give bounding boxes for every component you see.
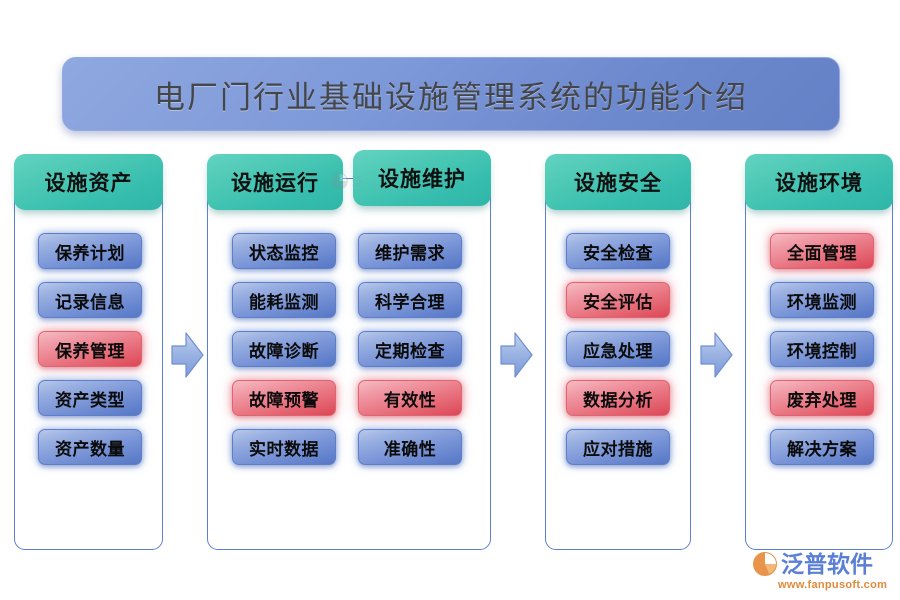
item-label: 维护需求: [375, 243, 445, 263]
item-box[interactable]: 能耗监测: [232, 282, 336, 318]
item-label: 资产数量: [55, 439, 125, 459]
item-box[interactable]: 解决方案: [770, 429, 874, 465]
item-box[interactable]: 应对措施: [566, 429, 670, 465]
item-label: 科学合理: [375, 292, 445, 312]
item-label: 保养管理: [55, 341, 125, 361]
item-box[interactable]: 维护需求: [358, 233, 462, 269]
item-box[interactable]: 科学合理: [358, 282, 462, 318]
arrow-right-icon: [168, 328, 206, 382]
brand-logo: 泛普软件 www.fanpusoft.com: [752, 551, 898, 595]
item-label: 定期检查: [375, 341, 445, 361]
item-label: 应急处理: [583, 341, 653, 361]
diagram-title-box: 电厂门行业基础设施管理系统的功能介绍: [62, 57, 840, 131]
item-label: 故障诊断: [249, 341, 319, 361]
item-label: 解决方案: [787, 439, 857, 459]
item-box[interactable]: 环境监测: [770, 282, 874, 318]
item-box[interactable]: 安全评估: [566, 282, 670, 318]
column-header-operation[interactable]: 设施运行: [207, 154, 343, 210]
item-box[interactable]: 资产类型: [38, 380, 142, 416]
item-box[interactable]: 实时数据: [232, 429, 336, 465]
arrow-right-icon: [497, 328, 535, 382]
item-box[interactable]: 应急处理: [566, 331, 670, 367]
arrow-right-icon: [697, 328, 735, 382]
column-header-operation-label: 设施运行: [231, 171, 319, 195]
item-stack-maintenance: 维护需求 科学合理 定期检查 有效性 准确性: [358, 233, 462, 465]
item-stack-operation: 状态监控 能耗监测 故障诊断 故障预警 实时数据: [232, 233, 336, 465]
item-label: 准确性: [383, 439, 437, 459]
item-label: 能耗监测: [249, 292, 319, 312]
brand-logo-row: 泛普软件: [752, 551, 898, 577]
column-header-safety-label: 设施安全: [574, 171, 662, 195]
item-box[interactable]: 数据分析: [566, 380, 670, 416]
item-label: 状态监控: [249, 243, 319, 263]
item-label: 有效性: [383, 390, 437, 410]
column-header-assets[interactable]: 设施资产: [14, 154, 163, 210]
column-header-environment[interactable]: 设施环境: [745, 154, 893, 210]
item-label: 废弃处理: [787, 390, 857, 410]
item-box[interactable]: 安全检查: [566, 233, 670, 269]
column-header-assets-label: 设施资产: [44, 171, 133, 195]
item-label: 全面管理: [787, 243, 857, 263]
item-stack-environment: 全面管理 环境监测 环境控制 废弃处理 解决方案: [770, 233, 874, 465]
item-label: 资产类型: [55, 390, 125, 410]
item-label: 环境监测: [787, 292, 857, 312]
item-label: 故障预警: [249, 390, 319, 410]
item-label: 安全评估: [583, 292, 653, 312]
item-box[interactable]: 有效性: [358, 380, 462, 416]
column-header-safety[interactable]: 设施安全: [545, 154, 691, 210]
item-label: 实时数据: [249, 439, 319, 459]
brand-url: www.fanpusoft.com: [778, 579, 888, 591]
item-box[interactable]: 废弃处理: [770, 380, 874, 416]
item-stack-assets: 保养计划 记录信息 保养管理 资产类型 资产数量: [38, 233, 142, 465]
item-label: 安全检查: [583, 243, 653, 263]
item-box[interactable]: 全面管理: [770, 233, 874, 269]
page-title: 电厂门行业基础设施管理系统的功能介绍: [154, 79, 748, 115]
item-label: 记录信息: [55, 292, 125, 312]
item-box[interactable]: 准确性: [358, 429, 462, 465]
item-box[interactable]: 故障诊断: [232, 331, 336, 367]
item-box[interactable]: 故障预警: [232, 380, 336, 416]
item-box[interactable]: 状态监控: [232, 233, 336, 269]
item-box[interactable]: 环境控制: [770, 331, 874, 367]
item-label: 环境控制: [787, 341, 857, 361]
item-box[interactable]: 资产数量: [38, 429, 142, 465]
fanpu-swoosh-icon: [753, 552, 777, 576]
item-box[interactable]: 保养计划: [38, 233, 142, 269]
item-label: 保养计划: [55, 243, 125, 263]
column-header-maintenance[interactable]: 设施维护: [353, 150, 491, 206]
item-stack-safety: 安全检查 安全评估 应急处理 数据分析 应对措施: [566, 233, 670, 465]
item-label: 数据分析: [583, 390, 653, 410]
item-label: 应对措施: [583, 439, 653, 459]
brand-name: 泛普软件: [781, 551, 873, 577]
item-box[interactable]: 保养管理: [38, 331, 142, 367]
column-header-maintenance-label: 设施维护: [378, 167, 466, 191]
item-box[interactable]: 记录信息: [38, 282, 142, 318]
column-header-environment-label: 设施环境: [775, 171, 863, 195]
item-box[interactable]: 定期检查: [358, 331, 462, 367]
